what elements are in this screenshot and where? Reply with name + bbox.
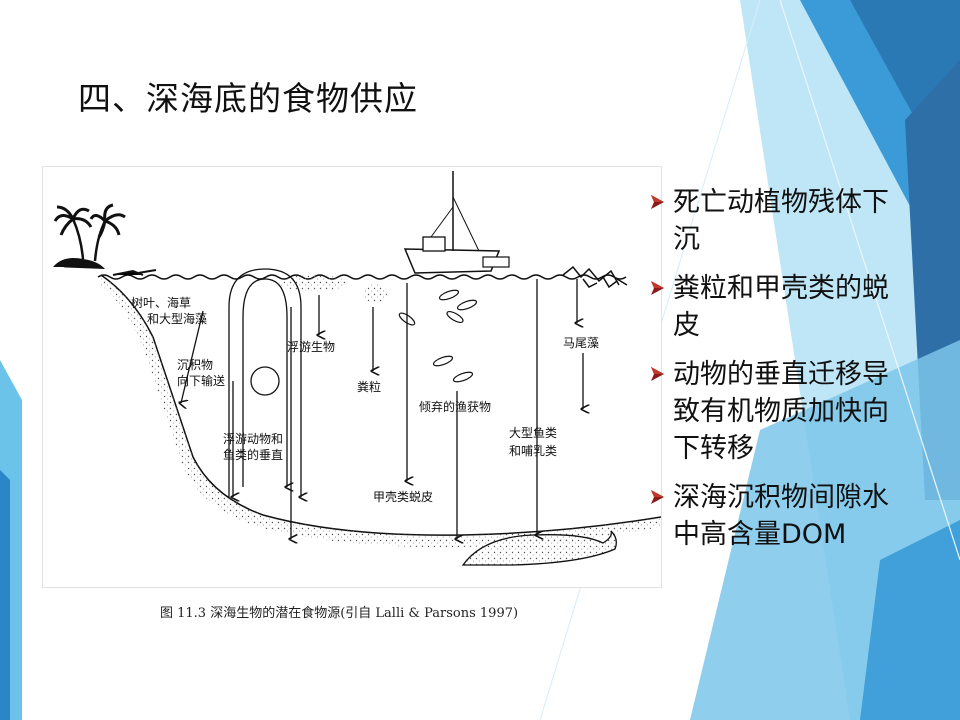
label-large-fish: 大型鱼类 bbox=[509, 426, 558, 440]
bullet-text: 动物的垂直迁移导致有机物质加快向下转移 bbox=[673, 359, 889, 464]
label-sediment-transport: 向下输送 bbox=[177, 374, 226, 388]
island-palm-icon bbox=[53, 203, 126, 269]
food-source-diagram: 树叶、海草 和大型海藻 沉积物 向下输送 浮游动物和 鱼类的垂直 浮游生物 粪粒… bbox=[42, 166, 662, 588]
label-vertical-migration-1: 浮游动物和 bbox=[223, 432, 284, 446]
sinking-arrows bbox=[181, 279, 583, 539]
label-plankton: 浮游生物 bbox=[287, 340, 336, 354]
decor-facet-bottom-dark bbox=[860, 520, 960, 720]
sea-surface-line bbox=[97, 274, 627, 280]
label-sargassum: 马尾藻 bbox=[563, 336, 600, 350]
triangle-bullet-icon bbox=[651, 195, 664, 209]
label-mammals: 和哺乳类 bbox=[509, 444, 558, 458]
plankton-cloud bbox=[279, 275, 347, 291]
label-sediment: 沉积物 bbox=[177, 358, 214, 372]
label-large-seaweed: 和大型海藻 bbox=[147, 312, 208, 326]
fecal-pellet-cloud bbox=[363, 283, 387, 303]
bullet-text: 深海沉积物间隙水中高含量DOM bbox=[673, 482, 889, 550]
label-fecal-pellets: 粪粒 bbox=[357, 380, 382, 394]
sargassum-icon bbox=[562, 265, 628, 289]
whale-carcass-icon bbox=[461, 530, 617, 566]
slide-title: 四、深海底的食物供应 bbox=[78, 79, 418, 118]
diagram-drawing bbox=[43, 171, 662, 587]
triangle-bullet-icon bbox=[651, 281, 664, 295]
figure-caption: 图 11.3 深海生物的潜在食物源(引自 Lalli & Parsons 199… bbox=[160, 606, 519, 621]
floating-leaves-icon bbox=[112, 269, 157, 276]
triangle-bullet-icon bbox=[651, 490, 664, 504]
fish-icon bbox=[398, 289, 478, 383]
label-discarded-catch: 倾弃的渔获物 bbox=[419, 400, 492, 414]
vertical-migration-loop bbox=[228, 268, 301, 497]
decor-line bbox=[779, 0, 960, 561]
label-crustacean-molts: 甲壳类蜕皮 bbox=[373, 490, 434, 504]
fishing-boat-icon bbox=[403, 171, 510, 274]
triangle-bullet-icon bbox=[651, 367, 664, 381]
bullet-text: 死亡动植物残体下沉 bbox=[673, 187, 889, 255]
bullet-item: 粪粒和甲壳类的蜕皮 bbox=[648, 270, 908, 344]
decor-left-facet-dark bbox=[0, 470, 10, 720]
bullet-item: 动物的垂直迁移导致有机物质加快向下转移 bbox=[648, 356, 908, 467]
label-vertical-migration-2: 鱼类的垂直 bbox=[223, 448, 284, 462]
bullet-item: 深海沉积物间隙水中高含量DOM bbox=[648, 479, 908, 553]
bullet-item: 死亡动植物残体下沉 bbox=[648, 184, 908, 258]
bullet-list: 死亡动植物残体下沉 粪粒和甲壳类的蜕皮 动物的垂直迁移导致有机物质加快向下转移 … bbox=[648, 184, 908, 565]
bullet-text: 粪粒和甲壳类的蜕皮 bbox=[673, 273, 889, 341]
label-leaves-seaweed: 树叶、海草 bbox=[131, 296, 192, 310]
